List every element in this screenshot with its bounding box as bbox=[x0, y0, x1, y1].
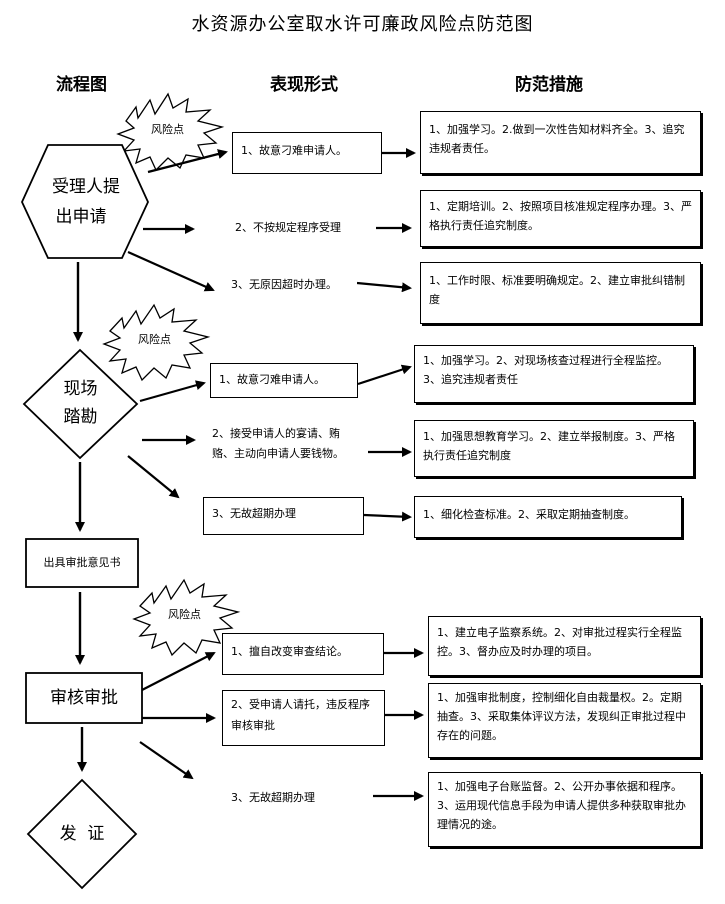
flow-apply-line1: 受理人提 bbox=[52, 177, 120, 197]
rect-review bbox=[25, 672, 143, 724]
risk-label-2: 风险点 bbox=[138, 333, 171, 346]
header-measure: 防范措施 bbox=[515, 75, 583, 95]
measure-box: 1、加强电子台账监督。2、公开办事依据和程序。3、运用现代信息手段为申请人提供多… bbox=[428, 772, 701, 847]
form-box: 3、无原因超时办理。 bbox=[222, 268, 357, 304]
form-box: 2、受申请人请托，违反程序审核审批 bbox=[222, 690, 385, 746]
measure-box: 1、加强学习。2、对现场核查过程进行全程监控。3、追究违规者责任 bbox=[414, 345, 694, 403]
form-box: 2、接受申请人的宴请、贿赂、主动向申请人要钱物。 bbox=[203, 420, 368, 470]
form-box: 2、不按规定程序受理 bbox=[226, 209, 376, 249]
risk-label-3: 风险点 bbox=[168, 608, 201, 621]
measure-box: 1、加强学习。2.做到一次性告知材料齐全。3、追究违规者责任。 bbox=[420, 111, 701, 174]
risk-burst-1 bbox=[116, 92, 225, 172]
hexagon-apply bbox=[21, 144, 149, 259]
risk-burst-3 bbox=[132, 578, 241, 657]
measure-box: 1、定期培训。2、按照项目核准规定程序办理。3、严格执行责任追究制度。 bbox=[420, 190, 701, 247]
flow-issue: 发 证 bbox=[59, 824, 105, 844]
page-title: 水资源办公室取水许可廉政风险点防范图 bbox=[191, 14, 534, 35]
diamond-survey bbox=[22, 348, 139, 460]
flow-survey-line2: 踏勘 bbox=[63, 407, 98, 427]
form-box: 1、擅自改变审查结论。 bbox=[222, 633, 384, 675]
risk-label-1: 风险点 bbox=[151, 123, 184, 136]
flow-opinion: 出具审批意见书 bbox=[43, 556, 121, 569]
header-flow: 流程图 bbox=[56, 75, 107, 95]
measure-box: 1、加强审批制度，控制细化自由裁量权。2。定期抽查。3、采取集体评议方法，发现纠… bbox=[428, 683, 701, 758]
flow-survey-line1: 现场 bbox=[63, 379, 98, 399]
form-box: 1、故意刁难申请人。 bbox=[210, 363, 358, 398]
diamond-issue bbox=[26, 778, 138, 890]
measure-box: 1、工作时限、标准要明确规定。2、建立审批纠错制度 bbox=[420, 262, 701, 324]
flow-apply-line2: 出申请 bbox=[55, 207, 107, 227]
form-box: 1、故意刁难申请人。 bbox=[232, 132, 382, 174]
header-form: 表现形式 bbox=[270, 75, 338, 95]
risk-burst-2 bbox=[102, 303, 211, 382]
flow-review: 审核审批 bbox=[50, 688, 118, 708]
rect-opinion bbox=[25, 538, 139, 588]
form-box: 3、无故超期办理 bbox=[203, 497, 364, 535]
form-box: 3、无故超期办理 bbox=[222, 781, 373, 819]
measure-box: 1、建立电子监察系统。2、对审批过程实行全程监控。3、督办应及时办理的项目。 bbox=[428, 616, 701, 676]
measure-box: 1、加强思想教育学习。2、建立举报制度。3、严格执行责任追究制度 bbox=[414, 420, 694, 477]
measure-box: 1、细化检查标准。2、采取定期抽查制度。 bbox=[414, 496, 682, 538]
